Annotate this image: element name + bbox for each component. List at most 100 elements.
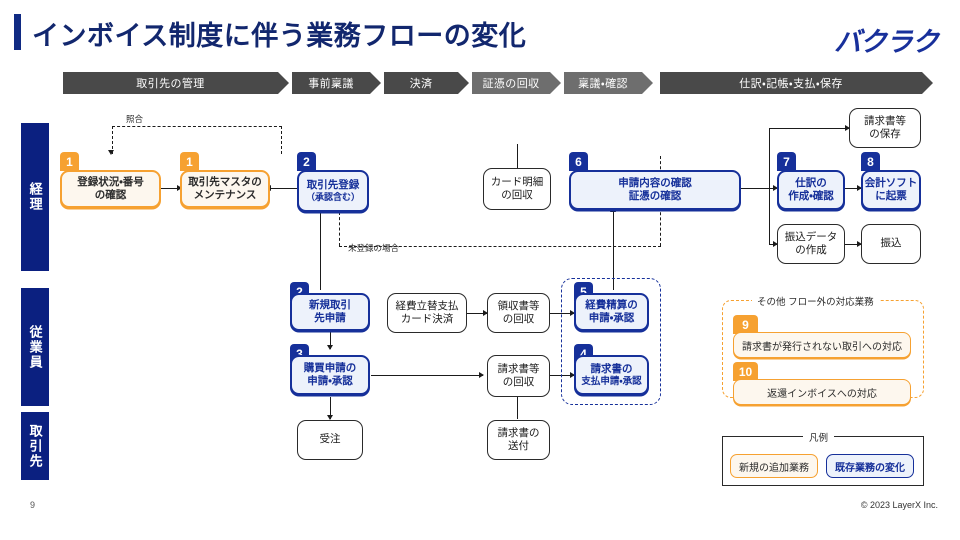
node-label-line1: 経費精算の: [585, 298, 638, 311]
process-step-label: 決済: [409, 78, 433, 90]
connector-arrow: [773, 240, 778, 247]
node-transfer: 振込: [861, 224, 921, 264]
node-label-line1: カード明細: [490, 175, 544, 188]
badge-2a: 2: [297, 152, 316, 171]
node-label-line1: 会計ソフト: [864, 176, 918, 189]
connector-arrow: [857, 184, 862, 191]
connector-unregistered-dashed: [339, 246, 661, 247]
process-step-label: 証憑の回収: [482, 78, 540, 90]
rail-juugyouin: 従業員: [21, 288, 49, 406]
connector-collate-dashed-right: [281, 126, 282, 154]
badge-1a: 1: [60, 152, 79, 171]
node-label-line2: 申請・承認: [307, 375, 353, 387]
node-invoice-collection: 請求書等 の回収: [487, 355, 550, 397]
node-invoice-storage: 請求書等 の保存: [849, 108, 921, 148]
connector-send-to-collect: [517, 397, 519, 419]
other-task-item-10: 返還インボイスへの対応: [733, 379, 911, 405]
badge-7: 7: [777, 152, 796, 171]
process-step-torihikisaki: 取引先の管理: [63, 72, 289, 94]
chevron-arrow-icon: [278, 72, 289, 94]
node-registration-status: 登録状況・番号 の確認: [60, 170, 161, 208]
connector-partnerreg-to-master: [270, 188, 298, 190]
connector-collate-arrow: [108, 150, 114, 155]
connector-newpartner-to-partnerreg: [320, 212, 322, 290]
process-step-jizenringi: 事前稟議: [292, 72, 381, 94]
connector-collate-dashed-down: [112, 126, 113, 154]
connector-arrow: [479, 371, 484, 378]
connector-arrow: [177, 184, 182, 191]
node-partner-master-maintenance: 取引先マスタの メンテナンス: [180, 170, 270, 208]
connector-trunk-to-store: [769, 128, 849, 130]
node-transfer-data-creation: 振込データ の作成: [777, 224, 845, 264]
node-accounting-software-entry: 会計ソフト に起票: [861, 170, 921, 210]
node-card-statement-collection: カード明細 の回収: [483, 168, 551, 210]
node-label-line1: 仕訳の: [795, 176, 827, 189]
node-label-line1: 振込: [880, 237, 902, 250]
legend-item-new-task: 新規の追加業務: [730, 454, 818, 478]
node-invoice-payment-request: 請求書の 支払申請・承認: [574, 355, 649, 395]
process-step-ringi: 稟議・確認: [564, 72, 653, 94]
node-purchase-request-approval: 購買申請の 申請・承認: [290, 355, 370, 395]
connector-expense-to-confirm: [613, 212, 615, 290]
chevron-arrow-icon: [922, 72, 933, 94]
node-label-line2: 作成・確認: [788, 190, 834, 202]
node-label-line2: 先申請: [314, 312, 346, 324]
node-label-line2: 証憑の確認: [628, 190, 682, 202]
connector-arrow: [326, 345, 333, 350]
connector-arrow: [570, 371, 575, 378]
chevron-arrow-icon: [458, 72, 469, 94]
process-step-label: 事前稟議: [308, 78, 354, 90]
rail-torihikisaki: 取引先: [21, 412, 49, 480]
badge-10: 10: [733, 362, 758, 381]
bakuraku-logo: バクラク: [834, 27, 939, 57]
node-label-line1: 申請内容の確認: [618, 176, 692, 189]
node-label-line2: 送付: [508, 440, 529, 452]
node-partner-registration: 取引先登録 （承認含む）: [297, 170, 369, 212]
connector-purchase-to-collect: [371, 375, 483, 377]
connector-arrow: [857, 240, 862, 247]
chevron-arrow-icon: [642, 72, 653, 94]
node-label-line1: 請求書の: [590, 362, 633, 375]
connector-arrow: [570, 309, 575, 316]
group-dashed-approval: [561, 278, 661, 405]
badge-9: 9: [733, 315, 758, 334]
rail-label: 経理: [27, 182, 43, 212]
node-label-line1: 受注: [319, 433, 341, 446]
annotation-unregistered: 未登録の場合: [348, 243, 400, 253]
node-application-content-confirmation: 申請内容の確認 証憑の確認: [569, 170, 741, 210]
node-journal-creation: 仕訳の 作成・確認: [777, 170, 845, 210]
chevron-arrow-icon: [550, 72, 561, 94]
node-label-line1: 領収書等: [497, 299, 540, 312]
connector-journal-to-accounting: [845, 188, 861, 190]
connector-arrow: [326, 415, 333, 420]
legend-item-changed-task: 既存業務の変化: [826, 454, 914, 478]
node-new-partner-application: 新規取引 先申請: [290, 293, 370, 331]
process-step-kessai: 決済: [384, 72, 469, 94]
badge-6: 6: [569, 152, 588, 171]
node-order-received: 受注: [297, 420, 363, 460]
node-label-line1: 取引先マスタの: [188, 175, 262, 188]
rail-keiri: 経理: [21, 123, 49, 271]
node-label-line2: に起票: [875, 190, 907, 202]
connector-arrow: [483, 309, 488, 316]
node-label-line2: 支払申請・承認: [581, 375, 642, 387]
connector-collect-to-pay: [550, 375, 574, 377]
connector-regstatus-to-master: [161, 188, 181, 190]
legend-caption: 凡例: [803, 430, 835, 444]
process-step-shiwake: 仕訳・記帳・支払・保存: [660, 72, 933, 94]
other-task-label: 請求書が発行されない取引への対応: [742, 341, 902, 353]
node-label-line2: の保存: [869, 128, 901, 140]
page-number: 9: [30, 500, 36, 510]
node-label-line1: 新規取引: [309, 298, 351, 311]
node-label-line1: 請求書等: [864, 114, 906, 127]
node-label-line2: メンテナンス: [193, 189, 257, 201]
chevron-arrow-icon: [370, 72, 381, 94]
node-label-line1: 経費立替支払: [395, 299, 459, 312]
connector-receipt-to-expense: [550, 313, 574, 315]
node-label-line1: 請求書等: [497, 362, 540, 375]
node-label-line1: 請求書の: [497, 426, 540, 439]
other-task-label: 返還インボイスへの対応: [767, 388, 877, 400]
node-label-line1: 購買申請の: [303, 361, 357, 374]
rail-label: 従業員: [27, 324, 43, 370]
